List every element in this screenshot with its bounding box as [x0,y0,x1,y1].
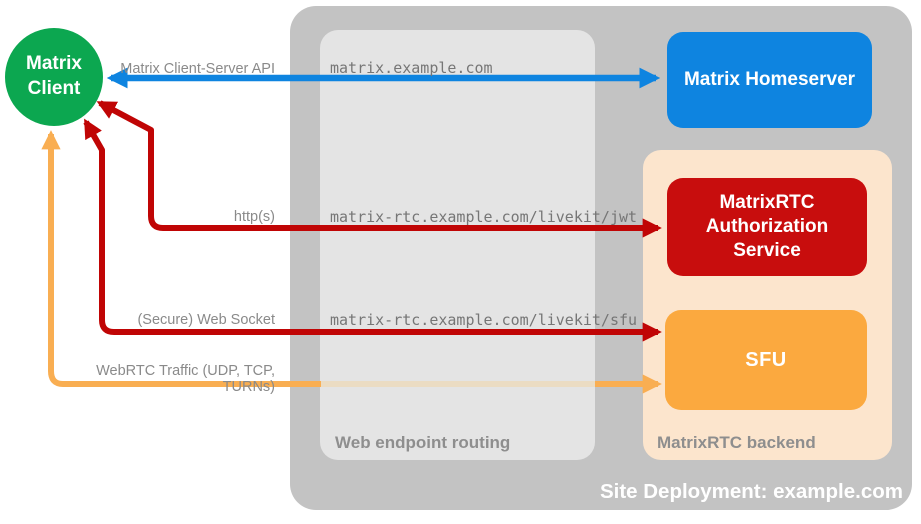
client-server-api-label: Matrix Client-Server API [120,61,275,77]
matrix-client-node: Matrix Client [5,28,103,126]
https-label: http(s) [233,209,275,225]
matrixrtc-auth-service-label: MatrixRTC Authorization Service [705,192,829,261]
websocket-label: (Secure) Web Socket [137,312,275,328]
site-deployment-caption: Site Deployment: example.com [599,480,903,503]
webrtc-traffic-label: WebRTC Traffic (UDP, TCP, TURNs) [96,363,275,395]
jwt-endpoint-url: matrix-rtc.example.com/livekit/jwt [330,208,638,226]
web-endpoint-routing-caption: Web endpoint routing [335,433,511,452]
matrixrtc-auth-service-node: MatrixRTC Authorization Service [667,178,867,276]
webrtc-arrow-left [41,130,321,387]
matrix-homeserver-label: Matrix Homeserver [683,69,856,91]
web-endpoint-routing-container [320,30,595,460]
sfu-endpoint-url: matrix-rtc.example.com/livekit/sfu [330,311,638,329]
matrix-homeserver-node: Matrix Homeserver [667,32,872,128]
sfu-node: SFU [665,310,867,410]
matrix-client-label: Matrix Client [26,53,82,99]
matrixrtc-backend-caption: MatrixRTC backend [657,433,816,452]
sfu-label: SFU [745,348,787,371]
homeserver-endpoint-url: matrix.example.com [330,59,493,77]
